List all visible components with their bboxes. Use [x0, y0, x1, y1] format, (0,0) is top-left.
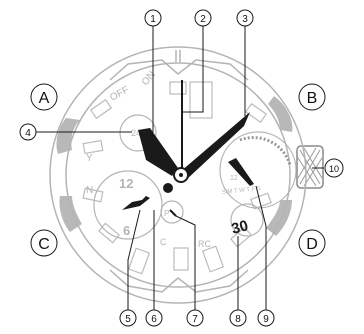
date-value: 30 — [230, 217, 251, 238]
dial-label-rc: RC — [198, 239, 211, 249]
callout-7: 7 — [187, 310, 203, 326]
svg-text:9: 9 — [263, 314, 269, 325]
callout-6: 6 — [146, 310, 162, 326]
dial-label-on: ON — [140, 69, 158, 88]
dial-label-n: N — [86, 185, 93, 196]
svg-text:10: 10 — [329, 164, 339, 174]
crown — [297, 146, 323, 188]
callout-8: 8 — [230, 310, 246, 326]
day-scale: S/M T W T F S — [222, 186, 262, 196]
callout-1: 1 — [145, 10, 161, 26]
lower-pivot — [163, 183, 173, 193]
dial-label-c: C — [160, 237, 167, 247]
svg-text:5: 5 — [125, 314, 131, 325]
button-label-d: D — [299, 230, 325, 256]
scale-label-12: 12 — [230, 175, 238, 182]
center-pin — [179, 173, 183, 177]
subdial-label-6: 6 — [123, 223, 130, 238]
watch-hands — [122, 80, 254, 216]
svg-text:B: B — [307, 90, 318, 107]
svg-text:2: 2 — [200, 14, 206, 25]
svg-text:8: 8 — [235, 314, 241, 325]
callout-4: 4 — [20, 124, 36, 140]
svg-text:D: D — [306, 236, 318, 253]
callout-3: 3 — [237, 10, 253, 26]
callout-9: 9 — [258, 310, 274, 326]
mode-hand — [170, 210, 176, 216]
svg-text:C: C — [38, 236, 50, 253]
callout-2: 2 — [195, 10, 211, 26]
dial-label-y: Y — [86, 153, 93, 164]
subdial-label-12: 12 — [119, 176, 133, 191]
svg-text:6: 6 — [151, 314, 157, 325]
subdial-hand — [122, 196, 150, 210]
svg-text:7: 7 — [192, 314, 198, 325]
button-label-c: C — [31, 230, 57, 256]
svg-text:1: 1 — [150, 14, 156, 25]
callout-5: 5 — [120, 310, 136, 326]
dial-label-p: P — [164, 209, 169, 218]
date-window: 30 — [230, 217, 251, 238]
svg-text:4: 4 — [25, 128, 31, 139]
callout-10: 10 — [325, 159, 343, 177]
svg-text:3: 3 — [242, 14, 248, 25]
dial-label-off: OFF — [108, 85, 131, 104]
hour-hand — [138, 128, 178, 176]
button-label-a: A — [31, 84, 57, 110]
button-label-b: B — [299, 84, 325, 110]
svg-text:A: A — [39, 90, 50, 107]
